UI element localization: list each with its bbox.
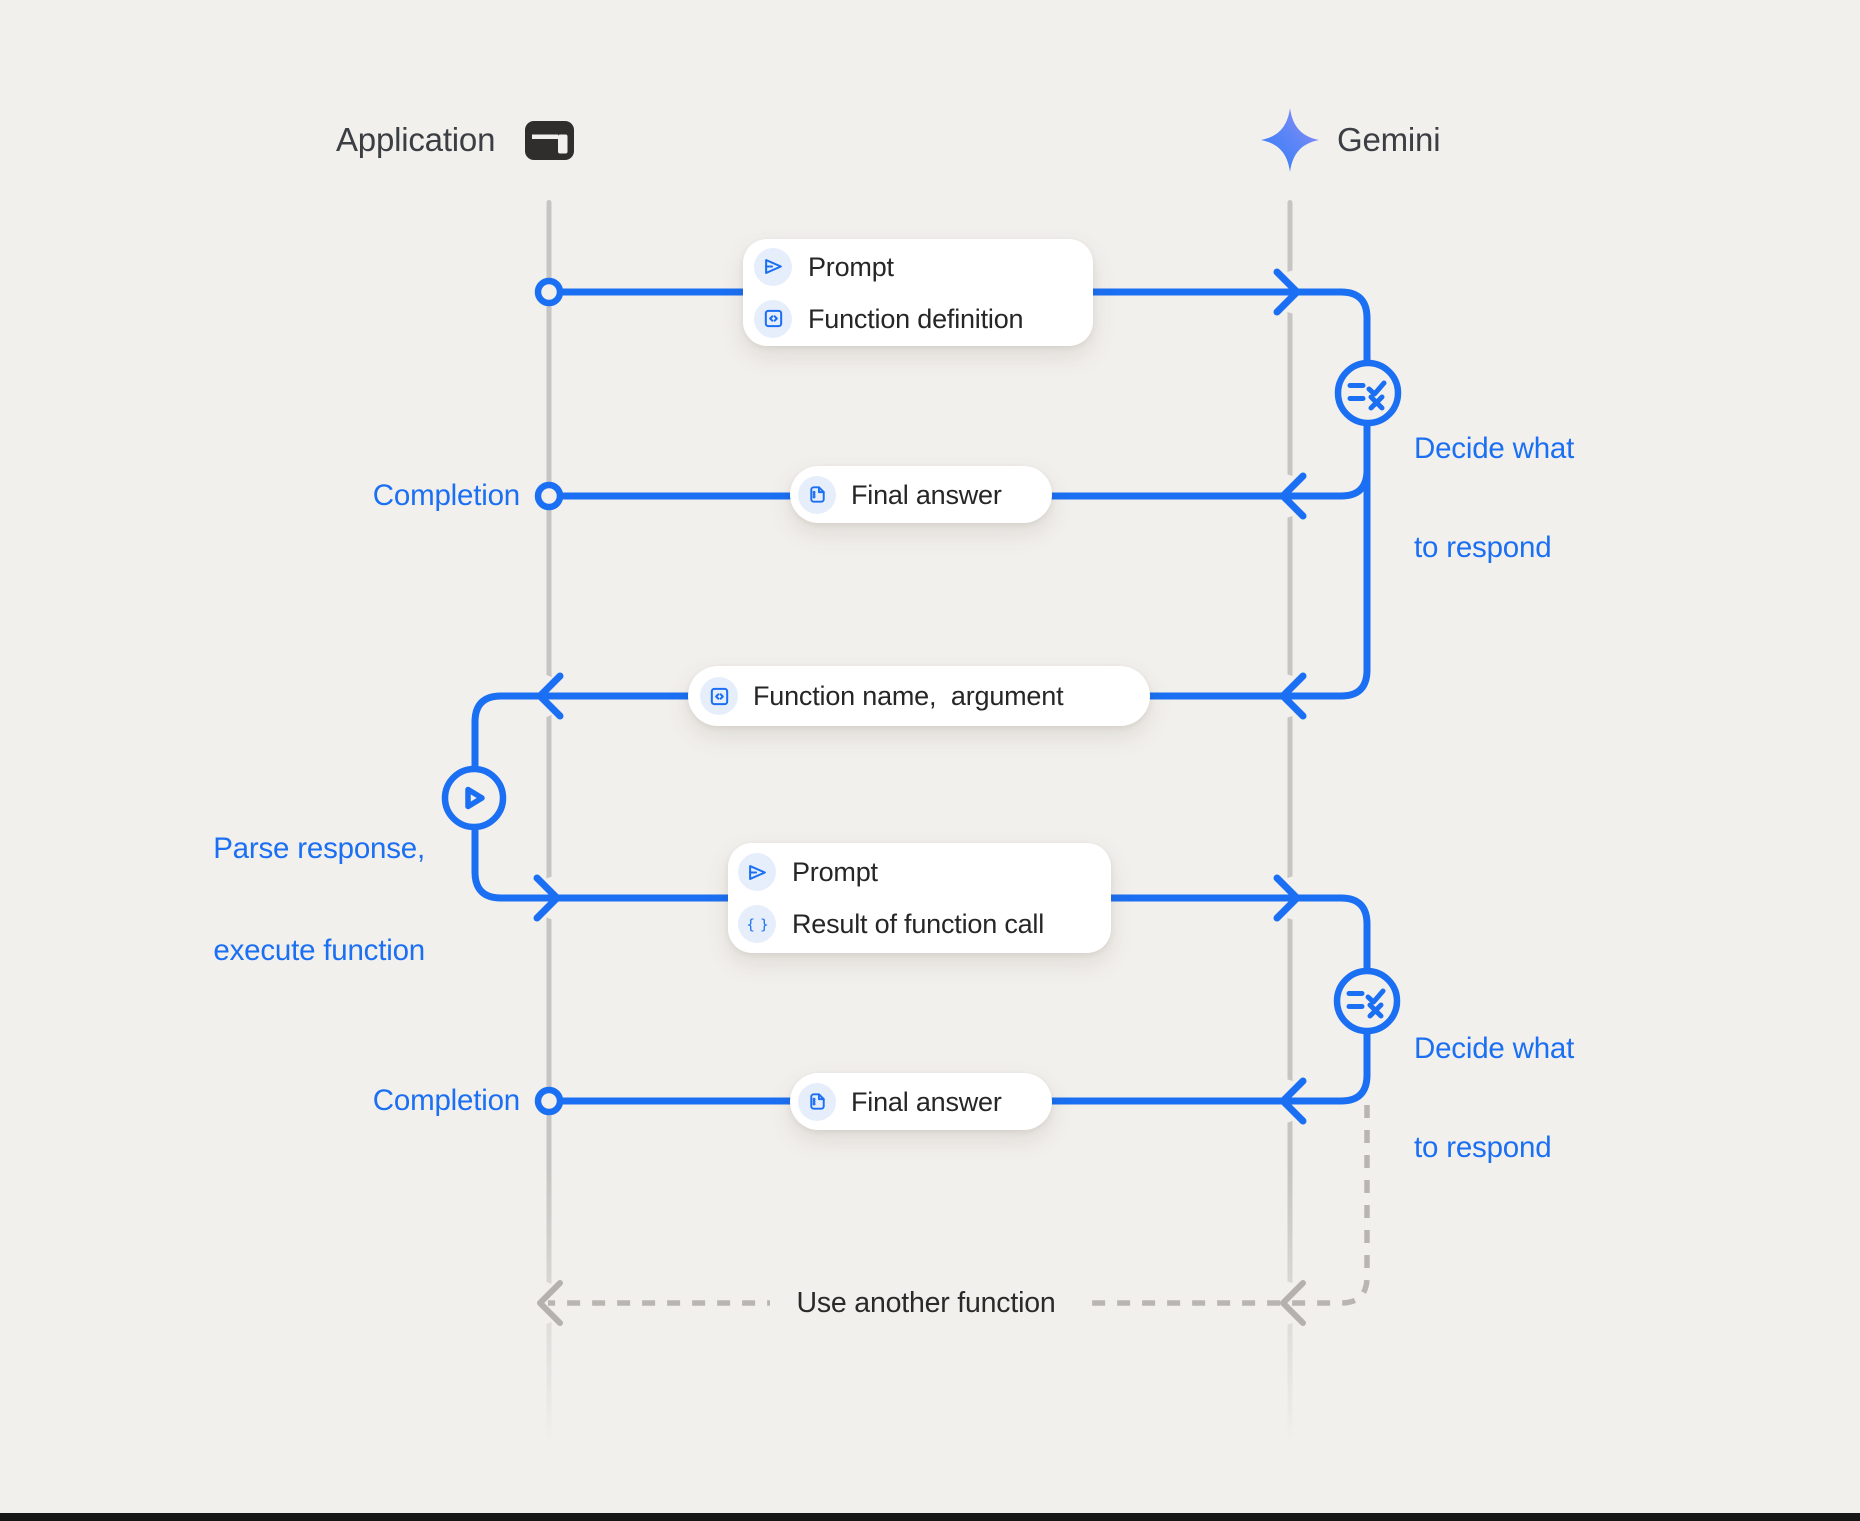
decide-label-2: Decide what to respond	[1414, 966, 1574, 1230]
document-icon	[798, 475, 836, 514]
arrow-right-icon	[1273, 268, 1301, 316]
decide-node-1	[1334, 359, 1402, 427]
message-row: Function definition	[743, 299, 1093, 338]
arrow-left-icon	[1279, 472, 1307, 520]
decide-label-line: to respond	[1414, 531, 1552, 564]
actor-title-gemini: Gemini	[1337, 121, 1441, 158]
message-label: Final answer	[851, 1086, 1002, 1117]
arrow-left-icon	[1279, 1077, 1307, 1125]
actor-title-application: Application	[336, 121, 496, 158]
message-label: Function name, argument	[753, 681, 1064, 711]
play-icon	[465, 786, 485, 810]
flow-final-answer-2	[556, 1027, 1371, 1105]
braces-icon: { }	[738, 905, 776, 943]
origin-ring	[534, 1086, 564, 1116]
app-window-icon	[525, 121, 574, 160]
parse-label-line: Parse response,	[213, 832, 425, 865]
message-box-final-answer-1: Final answer	[790, 466, 1052, 523]
parse-label-line: execute function	[213, 934, 425, 967]
loop-back-casing	[548, 1080, 1375, 1311]
application-lifeline	[546, 200, 552, 1445]
origin-ring	[534, 277, 564, 307]
decide-rule-icon	[1347, 380, 1387, 411]
completion-label-2: Completion	[372, 1084, 520, 1117]
message-box-prompt-result: Prompt { } Result of function call	[728, 843, 1111, 953]
arrow-left-icon	[537, 1280, 563, 1326]
bottom-edge-bar	[0, 1513, 1860, 1521]
message-label: Prompt	[792, 857, 878, 887]
loop-back-arrowheads	[537, 1280, 1306, 1326]
code-square-icon	[754, 299, 792, 338]
decide-label-line: Decide what	[1414, 432, 1575, 465]
loop-back-label: Use another function	[770, 1286, 1082, 1320]
arrow-right-icon	[1273, 874, 1301, 922]
arrow-right-icon	[533, 874, 561, 922]
decide-label-line: Decide what	[1414, 1032, 1575, 1065]
message-row: Prompt	[728, 853, 1111, 891]
message-box-prompt-definition: Prompt Function definition	[743, 239, 1093, 346]
message-row: Final answer	[790, 1082, 1052, 1121]
decide-node-2	[1333, 967, 1401, 1035]
code-square-icon	[700, 677, 738, 715]
decide-rule-icon	[1346, 988, 1386, 1019]
document-icon	[798, 1082, 836, 1121]
message-box-final-answer-2: Final answer	[790, 1073, 1052, 1130]
arrowhead-halos	[518, 270, 1319, 1325]
message-label: Function definition	[808, 303, 1024, 334]
message-label: Final answer	[851, 479, 1002, 510]
decide-label-1: Decide what to respond	[1414, 366, 1574, 630]
send-icon	[738, 853, 776, 891]
completion-label-1: Completion	[372, 479, 520, 512]
origin-ring	[534, 481, 564, 511]
flow-arrowheads	[533, 268, 1307, 1125]
svg-text:{ }: { }	[746, 917, 769, 933]
message-row: Function name, argument	[688, 677, 1150, 715]
send-icon	[754, 247, 792, 286]
gemini-lifeline	[1287, 200, 1293, 1445]
decide-label-line: to respond	[1414, 1131, 1552, 1164]
parse-execute-label: Parse response, execute function	[155, 764, 425, 1036]
message-row: Prompt	[743, 247, 1093, 286]
arrow-left-icon	[536, 672, 564, 720]
flow-prompt-to-gemini	[556, 288, 1371, 367]
arrow-left-icon	[1279, 672, 1307, 720]
gemini-sparkle-icon	[1261, 108, 1319, 172]
arrow-left-icon	[1280, 1280, 1306, 1326]
message-label: Prompt	[808, 251, 894, 282]
message-label: Result of function call	[792, 909, 1045, 939]
message-box-function-call: Function name, argument	[688, 666, 1150, 726]
message-row: { } Result of function call	[728, 905, 1111, 943]
origin-rings	[534, 277, 564, 1116]
message-row: Final answer	[790, 475, 1052, 514]
execute-node	[441, 765, 507, 831]
